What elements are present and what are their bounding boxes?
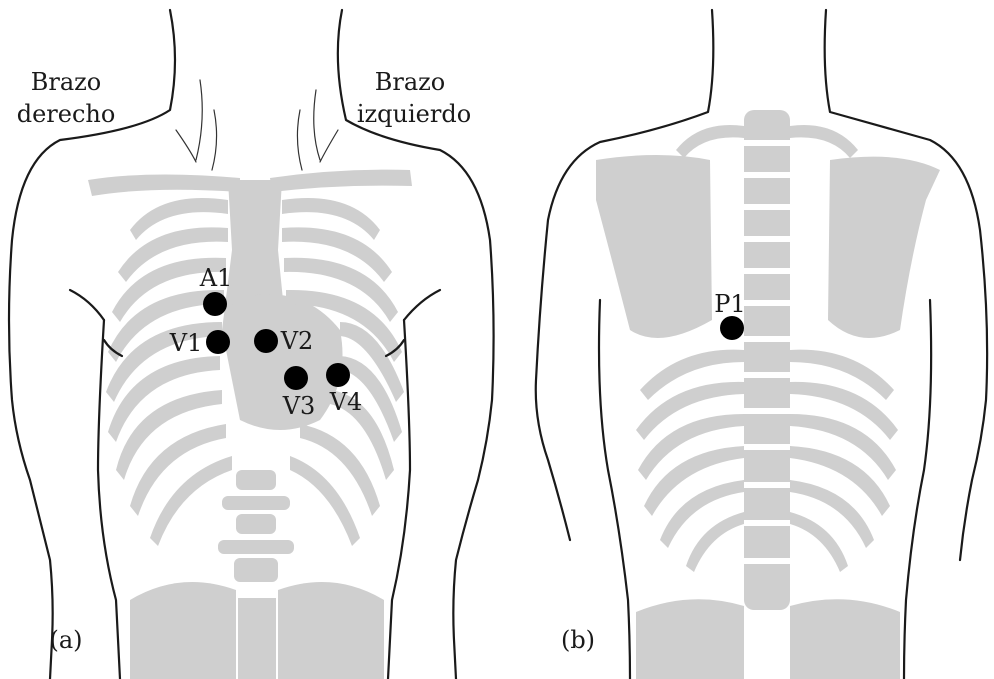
- panel-a-caption: (a): [49, 626, 82, 654]
- back-spine: [744, 110, 790, 610]
- electrode-v3: [284, 366, 308, 390]
- panel-b-caption: (b): [561, 626, 595, 654]
- left-arm-label-line2: izquierdo: [357, 100, 471, 128]
- back-pelvis-right: [636, 599, 744, 679]
- right-arm-label-line1: Brazo: [31, 68, 102, 96]
- front-pelvis-left: [278, 582, 384, 679]
- electrode-p1-label: P1: [714, 290, 745, 318]
- electrode-v4-label: V4: [329, 388, 363, 416]
- electrode-p1: [720, 316, 744, 340]
- right-arm-label-line2: derecho: [17, 100, 116, 128]
- back-pelvis-left: [790, 599, 900, 679]
- electrode-v2: [254, 329, 278, 353]
- back-left-scapula: [828, 157, 940, 338]
- electrode-a1-label: A1: [199, 264, 233, 292]
- electrode-v1-label: V1: [169, 329, 203, 357]
- panel-b-back-torso: P1 (b): [536, 10, 987, 679]
- front-pelvis-right: [130, 582, 236, 679]
- back-electrodes: P1: [714, 290, 745, 340]
- electrode-v4: [326, 363, 350, 387]
- electrode-v1: [206, 330, 230, 354]
- back-right-scapula: [596, 155, 712, 338]
- front-sacrum: [238, 598, 276, 679]
- left-clavicle: [270, 170, 412, 192]
- back-skeleton: [596, 110, 940, 679]
- electrode-v3-label: V3: [282, 392, 316, 420]
- electrode-a1: [203, 292, 227, 316]
- front-skeleton: [88, 170, 412, 679]
- panel-a-front-torso: Brazo derecho Brazo izquierdo A1 V1 V2 V…: [9, 10, 494, 679]
- left-arm-label-line1: Brazo: [375, 68, 446, 96]
- electrode-v2-label: V2: [280, 327, 314, 355]
- front-right-ribs: [106, 198, 232, 546]
- right-clavicle: [88, 174, 240, 196]
- front-lumbar-spine: [218, 470, 294, 582]
